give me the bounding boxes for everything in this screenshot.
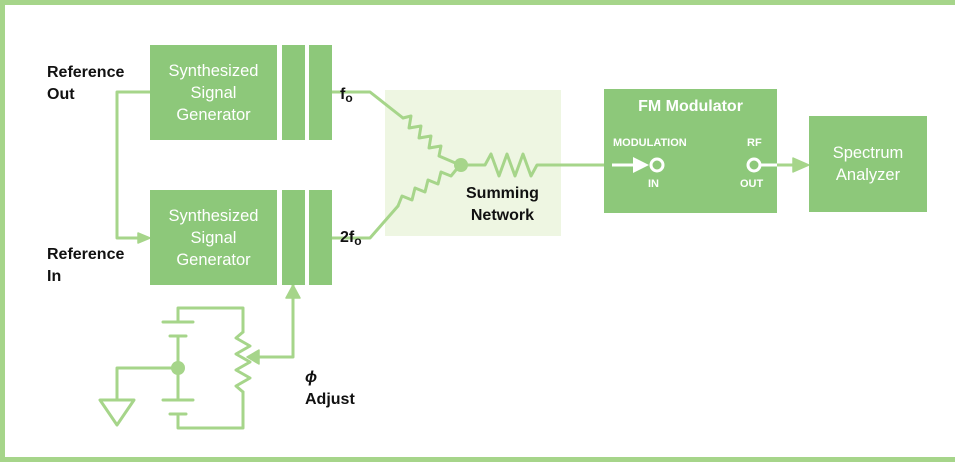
- phase-symbol: ϕ: [305, 369, 318, 386]
- ground-symbol: [98, 398, 136, 427]
- modulation-port-label: MODULATION: [613, 137, 687, 149]
- adjust-arrow: [285, 284, 301, 299]
- reference-in-label: Reference In: [47, 246, 125, 285]
- gen-bottom-panel-1: [282, 190, 305, 285]
- battery-junction: [171, 361, 185, 375]
- phase-adjust-label: ϕ Adjust: [305, 345, 355, 411]
- gen-bottom-panel-2: [309, 190, 332, 285]
- output-resistor: [466, 152, 557, 178]
- 2f0-base: 2f: [340, 229, 355, 246]
- f0-subscript: o: [345, 91, 353, 105]
- rf-out-jack: [746, 157, 762, 173]
- synthesized-signal-generator-top: Synthesized Signal Generator: [150, 45, 277, 140]
- battery-loop-wire: [176, 306, 245, 334]
- gen-top-panel-2: [309, 45, 332, 140]
- summing-network-label: Summing Network: [466, 185, 539, 224]
- fm-modulator-title: FM Modulator: [638, 98, 743, 115]
- fm-ports: [612, 157, 777, 173]
- 2f0-resistor: [396, 163, 462, 208]
- spectrum-arrow: [792, 157, 810, 173]
- f0-wire: [330, 90, 405, 120]
- summing-node: [454, 158, 468, 172]
- ground-wire: [115, 366, 180, 402]
- pot-bottom-wire: [176, 390, 245, 430]
- summing-network-area: [385, 90, 561, 236]
- 2f0-label: 2fo: [340, 205, 362, 252]
- synthesized-signal-generator-bottom: Synthesized Signal Generator: [150, 190, 277, 285]
- 2f0-subscript: o: [354, 234, 362, 248]
- f0-resistor: [401, 114, 462, 167]
- potentiometer: [234, 330, 252, 394]
- wiper-arrow: [246, 349, 260, 365]
- gen-top-panel-1: [282, 45, 305, 140]
- battery-top: [161, 320, 195, 338]
- adjust-wire: [263, 283, 295, 359]
- reference-out-label: Reference Out: [47, 64, 125, 103]
- f0-label: fo: [340, 62, 353, 109]
- spectrum-analyzer-block: Spectrum Analyzer: [809, 116, 927, 212]
- f0-base: f: [340, 86, 346, 103]
- reference-arrow: [137, 232, 151, 244]
- rf-port-label: RF: [747, 137, 762, 149]
- out-port-label: OUT: [740, 178, 764, 190]
- 2f0-wire: [330, 204, 400, 240]
- phase-adjust-text: Adjust: [305, 391, 355, 408]
- fm-modulator-block: [604, 89, 777, 213]
- battery-bottom: [161, 398, 195, 416]
- in-port-label: IN: [648, 178, 659, 190]
- reference-wire: [115, 90, 152, 240]
- modulation-in-jack: [649, 157, 665, 173]
- modulation-arrowhead: [633, 157, 649, 173]
